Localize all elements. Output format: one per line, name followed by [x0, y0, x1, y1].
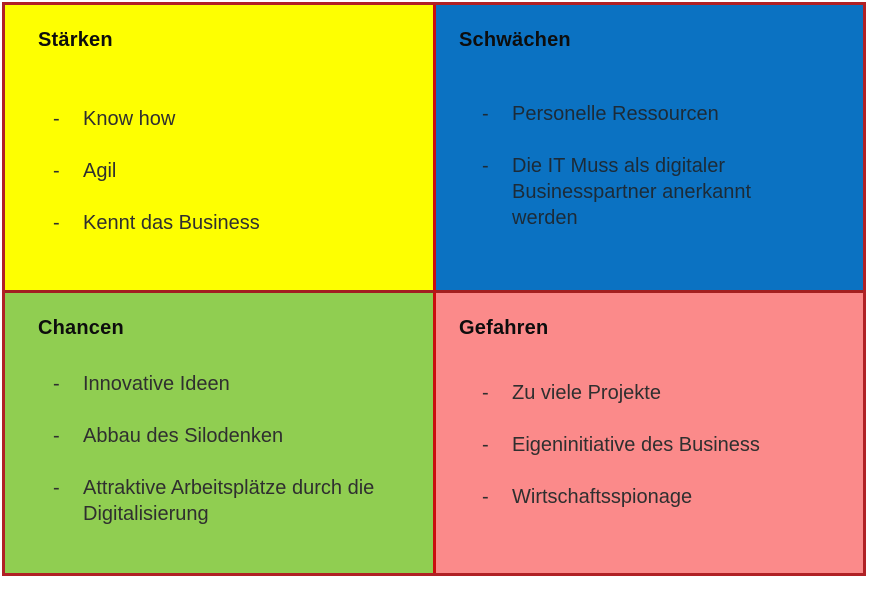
list-item-text: Agil: [83, 160, 117, 182]
dash-bullet: -: [53, 212, 60, 234]
dash-bullet: -: [482, 382, 489, 404]
dash-bullet: -: [53, 108, 60, 130]
list-item-text: Eigeninitiative des Business: [512, 434, 760, 456]
list-item-text: Kennt das Business: [83, 212, 260, 234]
dash-bullet: -: [482, 434, 489, 456]
threats-list: - Zu viele Projekte - Eigeninitiative de…: [459, 380, 863, 510]
quadrant-strengths: Stärken - Know how - Agil - Kennt das Bu…: [5, 5, 436, 293]
list-item: - Die IT Muss als digitaler Businesspart…: [482, 153, 863, 231]
swot-matrix: Stärken - Know how - Agil - Kennt das Bu…: [2, 2, 866, 576]
list-item-text: Abbau des Silodenken: [83, 425, 284, 447]
list-item: - Agil: [53, 158, 433, 184]
dash-bullet: -: [482, 155, 489, 177]
quadrant-opportunities: Chancen - Innovative Ideen - Abbau des S…: [5, 293, 436, 573]
list-item: - Kennt das Business: [53, 210, 433, 236]
list-item-text: Wirtschaftsspionage: [512, 486, 693, 508]
quadrant-title-weaknesses: Schwächen: [459, 29, 571, 51]
dash-bullet: -: [482, 103, 489, 125]
dash-bullet: -: [482, 486, 489, 508]
list-item: - Wirtschaftsspionage: [482, 484, 863, 510]
list-item-text: Know how: [83, 108, 176, 130]
dash-bullet: -: [53, 373, 60, 395]
list-item: - Personelle Ressourcen: [482, 101, 863, 127]
dash-bullet: -: [53, 160, 60, 182]
strengths-list: - Know how - Agil - Kennt das Business: [38, 106, 433, 236]
dash-bullet: -: [53, 425, 60, 447]
list-item: - Know how: [53, 106, 433, 132]
list-item: - Zu viele Projekte: [482, 380, 863, 406]
dash-bullet: -: [53, 477, 60, 499]
list-item-text: Attraktive Arbeitsplätze durch die Digit…: [83, 477, 375, 525]
quadrant-title-opportunities: Chancen: [38, 317, 124, 339]
list-item: - Eigeninitiative des Business: [482, 432, 863, 458]
list-item-text: Die IT Muss als digitaler Businesspartne…: [512, 155, 752, 229]
weaknesses-list: - Personelle Ressourcen - Die IT Muss al…: [459, 101, 863, 231]
list-item-text: Innovative Ideen: [83, 373, 230, 395]
opportunities-list: - Innovative Ideen - Abbau des Silodenke…: [38, 371, 433, 527]
quadrant-threats: Gefahren - Zu viele Projekte - Eigeninit…: [436, 293, 863, 573]
list-item-text: Personelle Ressourcen: [512, 103, 719, 125]
quadrant-weaknesses: Schwächen - Personelle Ressourcen - Die …: [436, 5, 863, 293]
list-item: - Innovative Ideen: [53, 371, 433, 397]
list-item: - Attraktive Arbeitsplätze durch die Dig…: [53, 475, 433, 527]
quadrant-title-strengths: Stärken: [38, 29, 113, 51]
list-item: - Abbau des Silodenken: [53, 423, 433, 449]
list-item-text: Zu viele Projekte: [512, 382, 661, 404]
quadrant-title-threats: Gefahren: [459, 317, 549, 339]
